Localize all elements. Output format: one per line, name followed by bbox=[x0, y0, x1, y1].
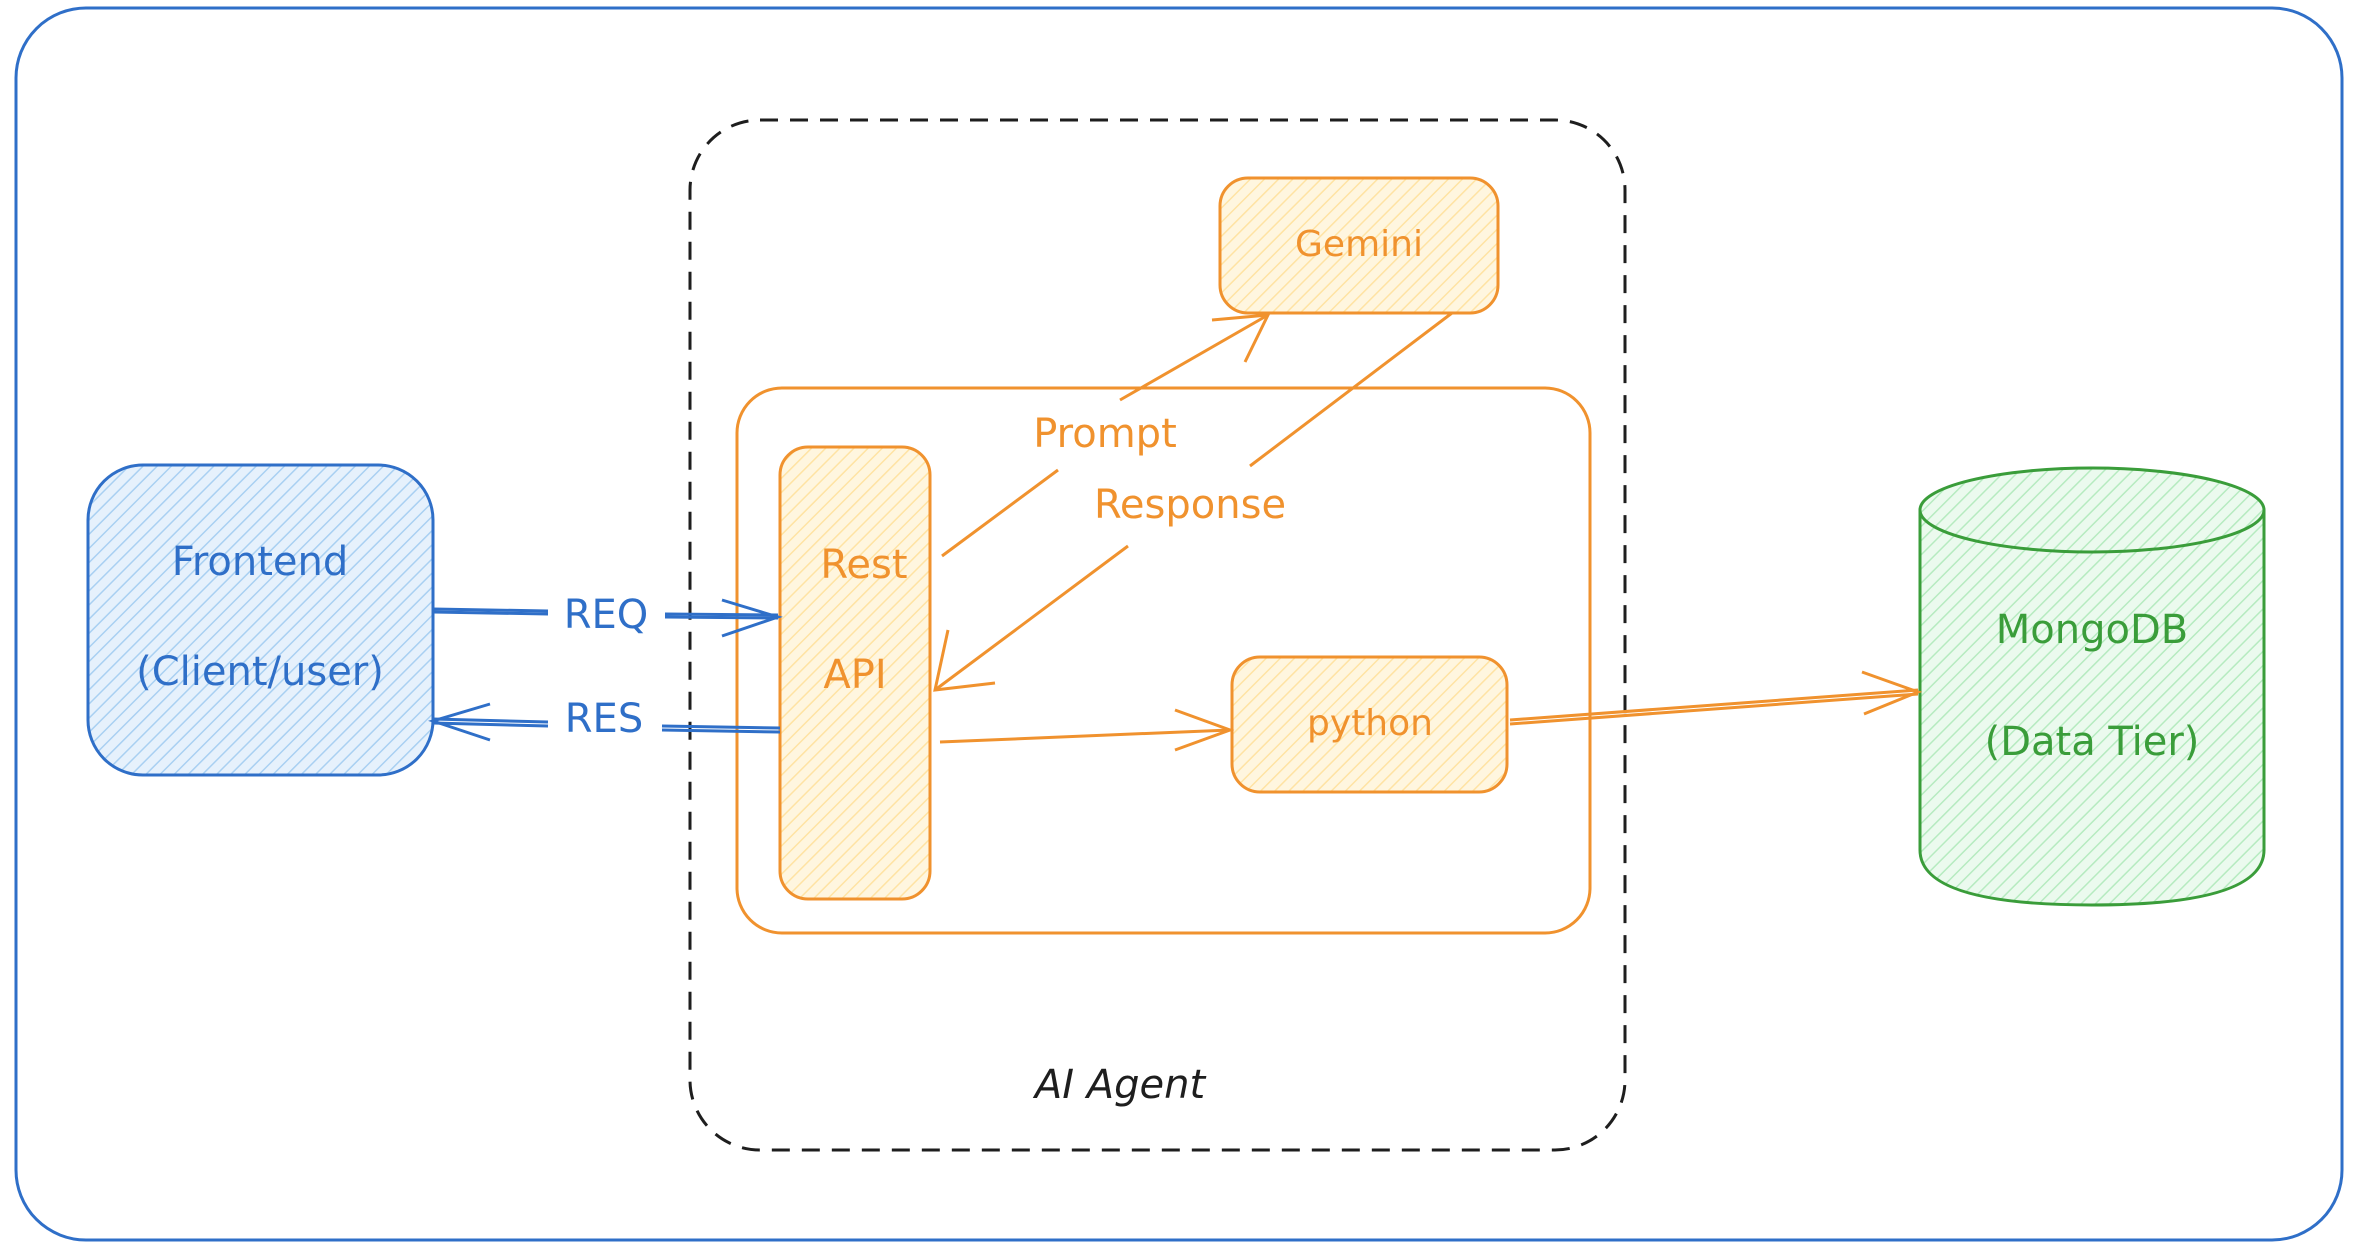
gemini-node bbox=[1218, 176, 1500, 315]
mongodb-label-line2: (Data Tier) bbox=[1985, 719, 2200, 765]
python-to-mongodb-arrow bbox=[1509, 670, 1923, 726]
frontend-label-line2: (Client/user) bbox=[136, 649, 384, 695]
ai-agent-label: AI Agent bbox=[1032, 1062, 1207, 1108]
prompt-arrow bbox=[941, 313, 1271, 558]
mongodb-node bbox=[1918, 466, 2266, 907]
rest-api-label-line2: API bbox=[823, 652, 886, 698]
res-arrow bbox=[428, 702, 781, 742]
python-label: python bbox=[1307, 703, 1433, 744]
rest-api-label-line1: Rest bbox=[820, 542, 907, 588]
req-label: REQ bbox=[564, 592, 649, 638]
api-to-python-arrow bbox=[939, 708, 1235, 752]
frontend-node bbox=[86, 463, 435, 777]
response-label: Response bbox=[1094, 482, 1286, 528]
res-label: RES bbox=[565, 696, 643, 742]
response-arrow bbox=[933, 311, 1453, 692]
rest-api-node bbox=[778, 445, 932, 901]
ai-agent-boundary bbox=[688, 118, 1627, 1152]
outer-frame bbox=[14, 6, 2344, 1242]
python-node bbox=[1230, 655, 1509, 794]
mongodb-label-line1: MongoDB bbox=[1996, 607, 2188, 653]
prompt-label: Prompt bbox=[1033, 411, 1177, 457]
req-arrow bbox=[432, 598, 783, 638]
frontend-label-line1: Frontend bbox=[172, 539, 349, 585]
gemini-label: Gemini bbox=[1295, 224, 1423, 265]
backend-container bbox=[735, 386, 1592, 935]
